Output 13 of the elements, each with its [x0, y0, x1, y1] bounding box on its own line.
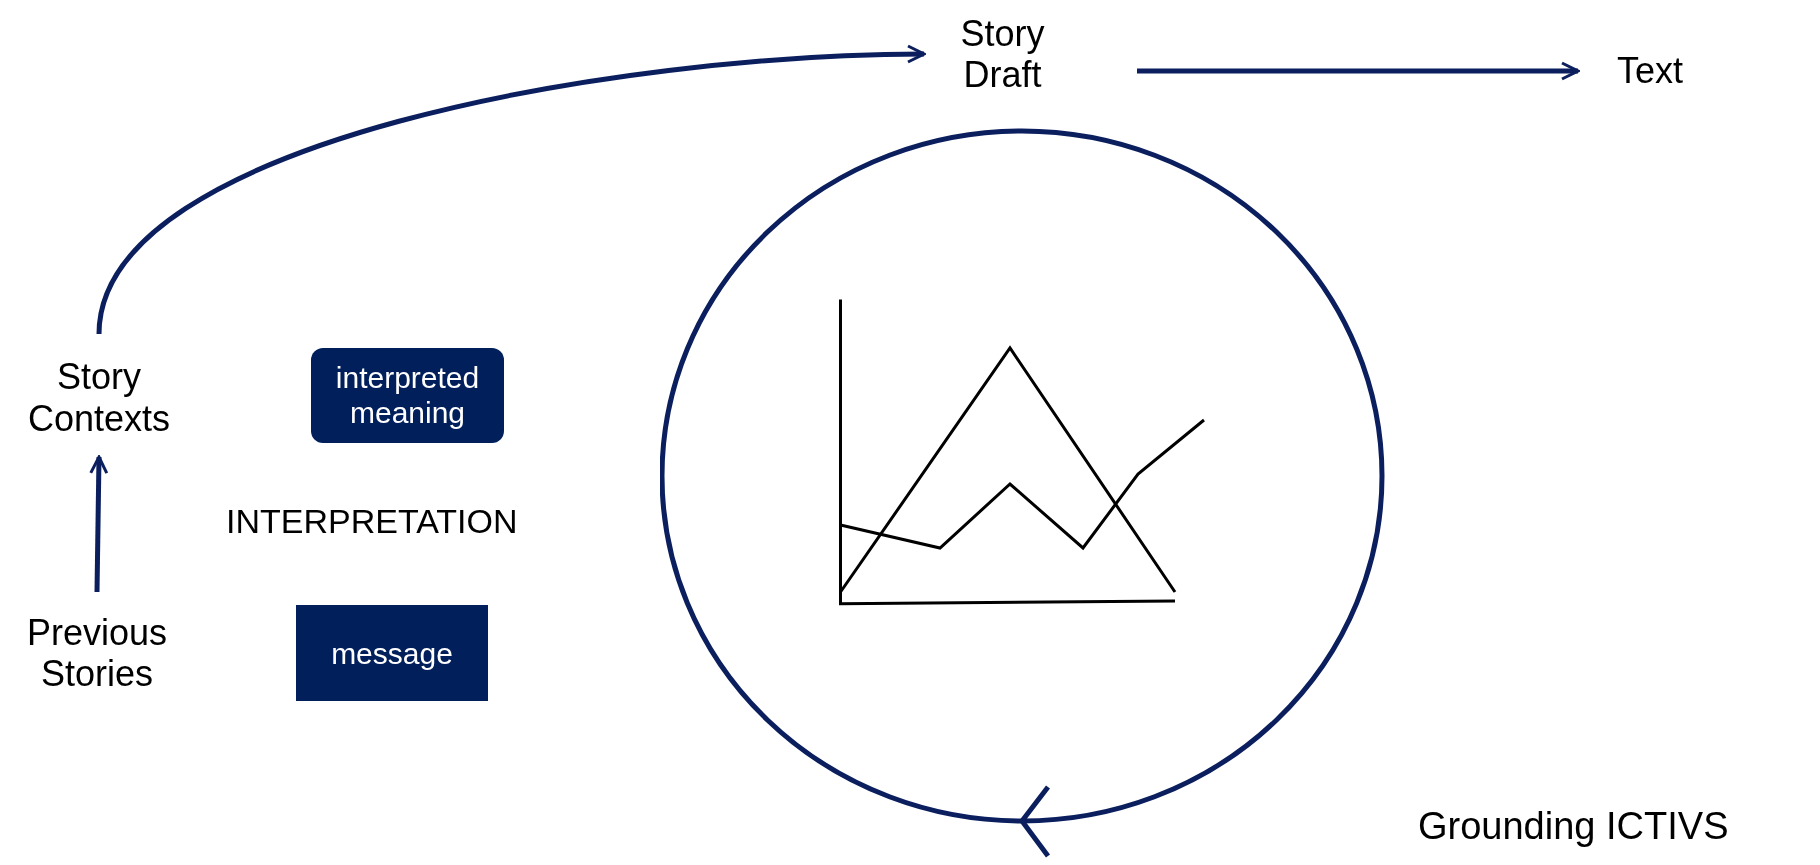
node-text: Text	[1600, 48, 1700, 94]
node-text: Story Contexts	[4, 348, 194, 447]
node-text: Story Draft	[930, 6, 1075, 102]
message-box: message	[296, 605, 488, 701]
arrow	[96, 44, 926, 335]
meaning-box: interpreted meaning	[311, 348, 504, 443]
arrow	[89, 455, 109, 593]
section-heading: INTERPRETATION	[226, 501, 518, 542]
caption-text: Grounding ICTIVS	[1418, 804, 1729, 849]
line-chart-drawing	[838, 298, 1206, 606]
arrow	[1137, 61, 1580, 81]
node-text: Previous Stories	[4, 604, 190, 702]
cycle-circle	[660, 128, 1386, 860]
